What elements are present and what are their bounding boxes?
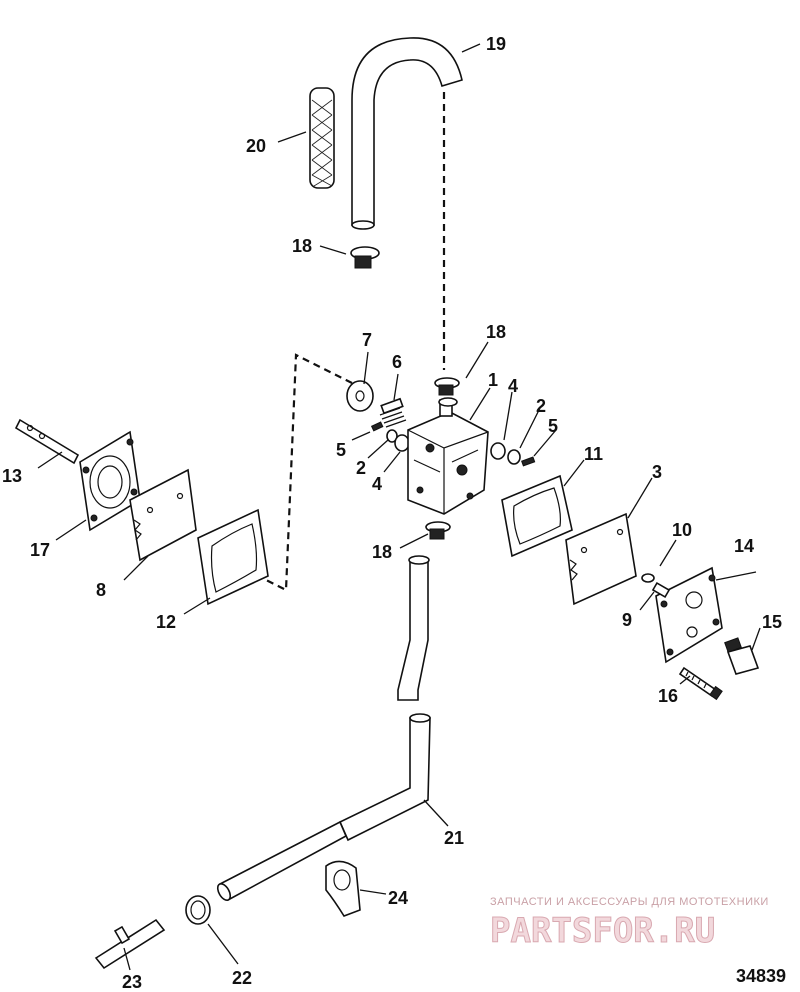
callout-23: 23 [122,972,142,992]
callout-21: 21 [444,828,464,848]
callout-9: 10 [672,520,692,540]
callout-18-lower: 18 [372,542,392,562]
callout-12: 12 [156,612,176,632]
callout-6: 6 [392,352,402,372]
callout-7: 7 [362,330,372,350]
part-9-washer [641,573,655,583]
assembly-line-left [265,353,353,592]
part-12-gasket [197,508,269,606]
callout-13: 13 [2,466,22,486]
part-2-valve-right [507,449,521,465]
part-10-gasket [129,468,197,562]
watermark: ЗАПЧАСТИ И АКСЕССУАРЫ ДЛЯ МОТОТЕХНИКИ PA… [490,896,769,952]
callout-24: 24 [388,888,408,908]
callout-17: 17 [30,540,50,560]
callout-4-right: 4 [508,376,518,396]
part-5-seal-left [370,421,384,432]
part-11-gasket [501,474,573,558]
part-24-bracket [325,860,361,917]
leader-lines [37,43,761,971]
callout-22: 22 [232,968,252,988]
watermark-brand: PARTSFOR.RU [490,911,715,951]
callout-8: 9 [622,610,632,630]
callout-18-middle: 18 [486,322,506,342]
figure-number: 34839 [736,966,786,986]
callout-14: 14 [734,536,754,556]
part-3-gasket [565,512,637,606]
part-8-screw [651,581,671,599]
callout-16: 16 [658,686,678,706]
callout-11: 11 [584,444,603,464]
watermark-caption: ЗАПЧАСТИ И АКСЕССУАРЫ ДЛЯ МОТОТЕХНИКИ [490,896,769,908]
callout-labels: 19 20 18 7 6 18 1 4 2 5 5 2 4 11 3 10 14… [2,34,782,992]
part-1-pump-body [407,397,489,515]
callout-2-left: 2 [356,458,366,478]
part-4-washer-right [490,442,506,460]
part-23-tee-fitting [94,918,166,970]
part-5-seal-right [521,456,536,467]
callout-15: 15 [762,612,782,632]
part-22-clamp [185,895,211,925]
part-17-flange [79,430,141,532]
part-18-clamp-lower [425,521,451,540]
part-2-valve-left [386,429,398,443]
callout-5-right: 5 [548,416,558,436]
part-14-cover [655,566,723,664]
part-21-lower-hose [216,555,431,902]
callout-1: 1 [488,370,498,390]
part-18-clamp-middle [434,377,460,396]
part-7-diaphragm [346,380,374,412]
callout-4-left: 4 [372,474,382,494]
part-4-washer-left [394,434,410,452]
callout-2-right: 2 [536,396,546,416]
callout-18-top: 18 [292,236,312,256]
callout-10: 8 [96,580,106,600]
callout-20: 20 [246,136,266,156]
part-6-spring [379,397,407,428]
part-18-clamp-top [350,246,380,269]
part-19-upper-hose [351,37,463,230]
part-13-pin [14,418,80,465]
callout-3: 3 [652,462,662,482]
part-15-elbow-fitting [724,637,760,675]
part-16-bolt [678,666,723,701]
part-20-mesh-sleeve [309,87,335,189]
callout-5-left: 5 [336,440,346,460]
callout-19: 19 [486,34,506,54]
